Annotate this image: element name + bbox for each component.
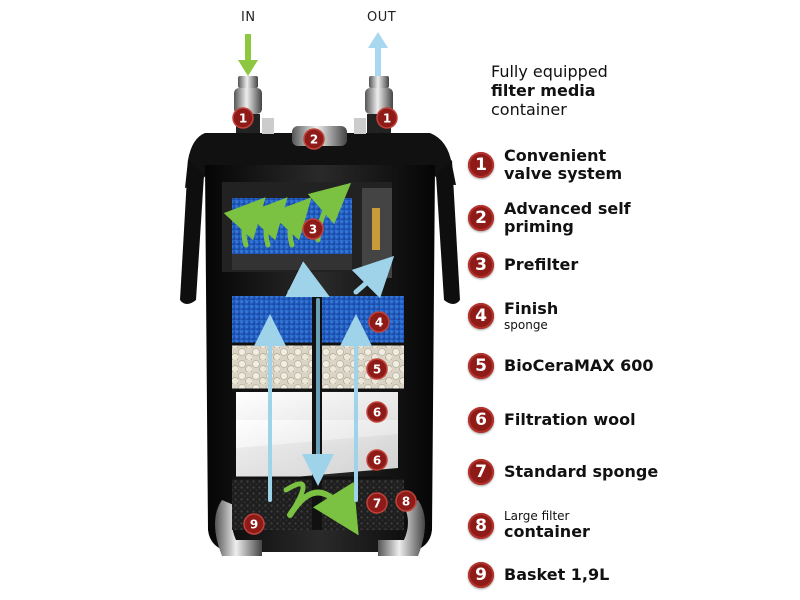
legend-badge: 1 — [468, 152, 494, 178]
svg-text:5: 5 — [373, 363, 381, 377]
legend-badge: 3 — [468, 252, 494, 278]
legend-badge: 7 — [468, 459, 494, 485]
legend-label: Basket 1,9L — [504, 565, 610, 584]
intro-line-2: filter media — [491, 81, 596, 100]
in-arrow-icon — [238, 34, 258, 76]
legend-item-bioceramax: 5 BioCeraMAX 600 — [468, 353, 654, 379]
legend-label: priming — [504, 217, 574, 236]
diagram-marker-1: 1 — [232, 107, 254, 129]
legend-label: Prefilter — [504, 255, 579, 274]
legend-item-filtration-wool: 6 Filtration wool — [468, 407, 636, 433]
svg-text:6: 6 — [373, 454, 381, 468]
svg-text:9: 9 — [250, 518, 258, 532]
legend-prelabel: Large filter — [504, 509, 570, 523]
legend-label: valve system — [504, 164, 623, 183]
svg-text:8: 8 — [402, 495, 410, 509]
diagram-marker-8: 8 — [395, 490, 417, 512]
legend-badge: 2 — [468, 205, 494, 231]
legend-label: Convenient — [504, 146, 607, 165]
left-handle — [180, 160, 204, 304]
diagram-marker-2: 2 — [303, 128, 325, 150]
in-label: IN — [241, 10, 256, 25]
intro-line-1: Fully equipped — [491, 62, 608, 81]
out-arrow-icon — [368, 32, 388, 76]
svg-text:1: 1 — [383, 112, 391, 126]
legend-badge: 6 — [468, 407, 494, 433]
diagram-marker-9: 9 — [243, 513, 265, 535]
svg-text:3: 3 — [309, 223, 317, 237]
legend-badge: 9 — [468, 562, 494, 588]
legend-label: BioCeraMAX 600 — [504, 356, 654, 375]
diagram-marker-7: 7 — [366, 492, 388, 514]
svg-text:4: 4 — [375, 316, 383, 330]
legend-label: Standard sponge — [504, 462, 659, 481]
legend-badge: 8 — [468, 512, 494, 539]
flow-arrows — [223, 182, 395, 536]
out-label: OUT — [367, 10, 397, 25]
diagram-marker-3: 3 — [302, 218, 324, 240]
legend-label: Finish — [504, 299, 559, 318]
intro-line-3: container — [491, 100, 567, 119]
svg-text:2: 2 — [310, 133, 318, 147]
right-foot — [378, 500, 425, 556]
right-handle — [436, 160, 460, 304]
legend-label: container — [504, 522, 590, 541]
diagram-marker-5: 5 — [366, 358, 388, 380]
legend-badge: 5 — [468, 353, 494, 379]
svg-text:1: 1 — [239, 112, 247, 126]
legend-item-standard-sponge: 7 Standard sponge — [468, 459, 658, 485]
legend-item-basket: 9 Basket 1,9L — [468, 562, 609, 588]
diagram-markers: 1 1 2 3 4 5 6 6 7 8 9 — [232, 107, 417, 535]
diagram-marker-1: 1 — [376, 107, 398, 129]
svg-text:6: 6 — [373, 406, 381, 420]
filter-head — [185, 133, 456, 188]
legend-label: Advanced self — [504, 199, 631, 218]
legend-badge: 4 — [468, 303, 494, 329]
left-foot — [215, 500, 262, 556]
legend-sublabel: sponge — [504, 318, 548, 332]
diagram-marker-4: 4 — [368, 311, 390, 333]
diagram-marker-6: 6 — [366, 449, 388, 471]
legend-label: Filtration wool — [504, 410, 636, 429]
legend-item-prefilter: 3 Prefilter — [468, 252, 578, 278]
svg-text:7: 7 — [373, 497, 381, 511]
diagram-marker-6: 6 — [366, 401, 388, 423]
intro-heading: Fully equipped filter media container — [491, 62, 751, 119]
